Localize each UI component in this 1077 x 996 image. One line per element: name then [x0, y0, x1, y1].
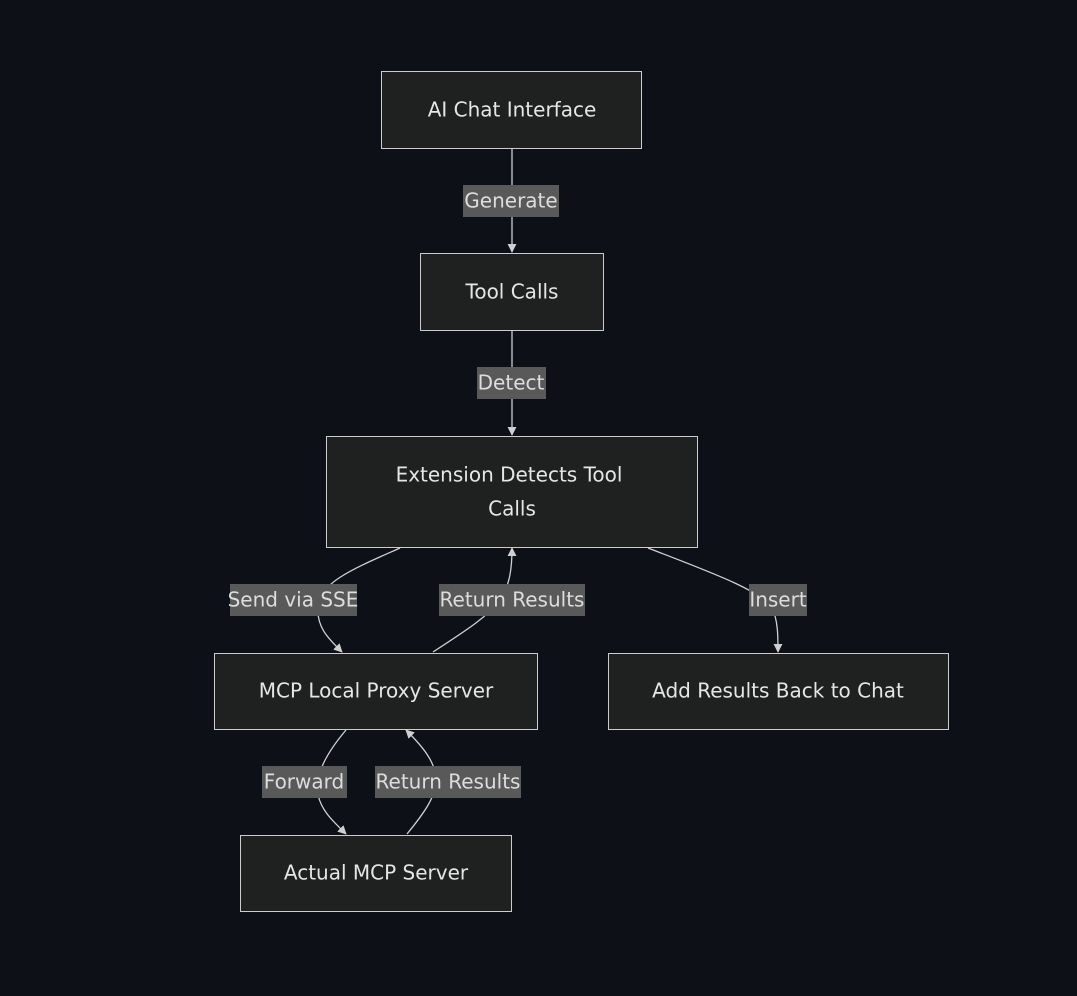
edge-label-text: Return Results [440, 588, 585, 612]
edge-label-detect: Detect [477, 367, 546, 399]
node-add-results-back-to-chat: Add Results Back to Chat [608, 653, 949, 730]
edge-label-return-results-proxy: Return Results [375, 766, 521, 798]
edge-label-insert: Insert [749, 584, 807, 616]
node-label: MCP Local Proxy Server [259, 679, 494, 703]
edge-label-text: Insert [749, 588, 807, 612]
node-label: Add Results Back to Chat [652, 679, 904, 703]
edge-label-text: Generate [464, 189, 557, 213]
edge-label-text: Return Results [376, 770, 521, 794]
node-tool-calls: Tool Calls [420, 253, 604, 331]
node-label: Actual MCP Server [284, 861, 469, 885]
node-label-line-2: Calls [488, 497, 536, 521]
node-mcp-local-proxy-server: MCP Local Proxy Server [214, 653, 538, 730]
node-label: Tool Calls [465, 280, 559, 304]
edge-label-generate: Generate [463, 185, 559, 217]
edge-label-return-results-ext: Return Results [439, 584, 585, 616]
node-actual-mcp-server: Actual MCP Server [240, 835, 512, 912]
edge-label-forward: Forward [262, 766, 347, 798]
node-label-line-1: Extension Detects Tool [396, 463, 623, 487]
edge-label-text: Send via SSE [228, 588, 359, 612]
node-ai-chat-interface: AI Chat Interface [381, 71, 642, 149]
edge-label-text: Detect [478, 371, 545, 395]
edge-label-send-via-sse: Send via SSE [228, 584, 359, 616]
edge-label-text: Forward [264, 770, 344, 794]
node-extension-detects-tool-calls: Extension Detects Tool Calls [326, 436, 698, 548]
node-label: AI Chat Interface [428, 98, 597, 122]
